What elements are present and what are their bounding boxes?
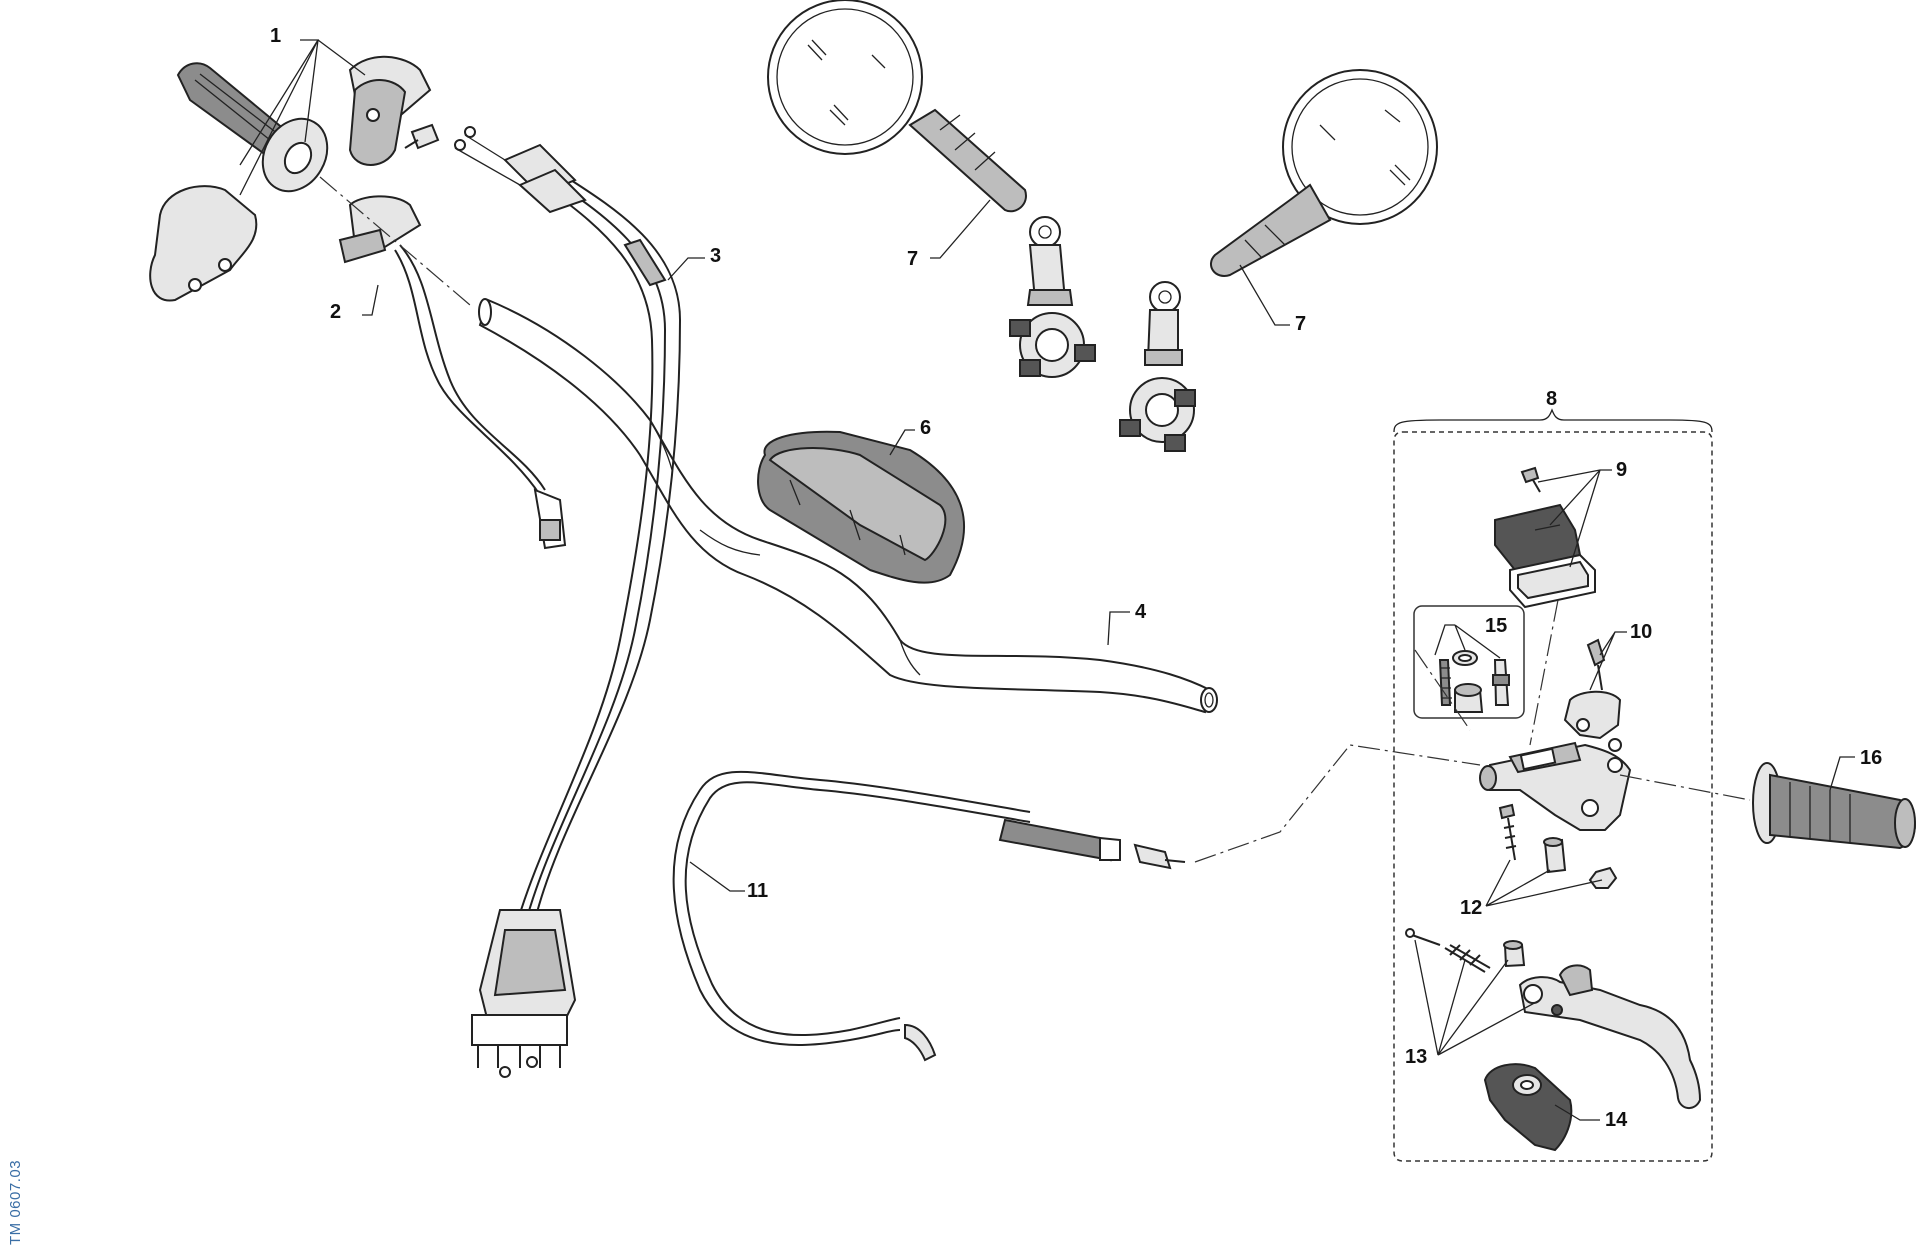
- callout-9: 9: [1616, 459, 1627, 481]
- callout-16: 16: [1860, 747, 1882, 769]
- callout-6: 6: [920, 417, 931, 439]
- callout-2: 2: [330, 301, 341, 323]
- kill-switch: [338, 195, 567, 550]
- callout-8: 8: [1546, 388, 1557, 410]
- callout-3: 3: [710, 245, 721, 267]
- callout-10: 10: [1630, 621, 1652, 643]
- callout-labels: 1 2 3 4 6 7 7 8 9 10 11 12 13 14 15 16: [270, 25, 1882, 1131]
- mirror-right: [1119, 69, 1438, 452]
- document-code: TM 0607.03: [7, 1159, 24, 1245]
- callout-leaders: [239, 39, 1855, 1121]
- callout-1: 1: [270, 25, 281, 47]
- callout-15: 15: [1485, 615, 1507, 637]
- callout-14: 14: [1605, 1109, 1628, 1131]
- handlebar-pad: [757, 430, 966, 584]
- right-grip: [1752, 762, 1916, 850]
- mirror-left: [767, 0, 1096, 378]
- assembly-centerlines: [319, 176, 1751, 863]
- throttle-cables: [454, 126, 682, 1078]
- callout-7-left: 7: [907, 248, 918, 270]
- clutch-lever-kit: [1393, 408, 1713, 1162]
- handlebar: [478, 298, 1218, 714]
- callout-7-right: 7: [1295, 313, 1306, 335]
- clutch-cable: [672, 770, 1186, 1062]
- throttle-grip-assembly: [149, 55, 440, 302]
- callout-11: 11: [747, 880, 768, 902]
- callout-13: 13: [1405, 1046, 1427, 1068]
- callout-12: 12: [1460, 897, 1482, 919]
- callout-4: 4: [1135, 601, 1147, 623]
